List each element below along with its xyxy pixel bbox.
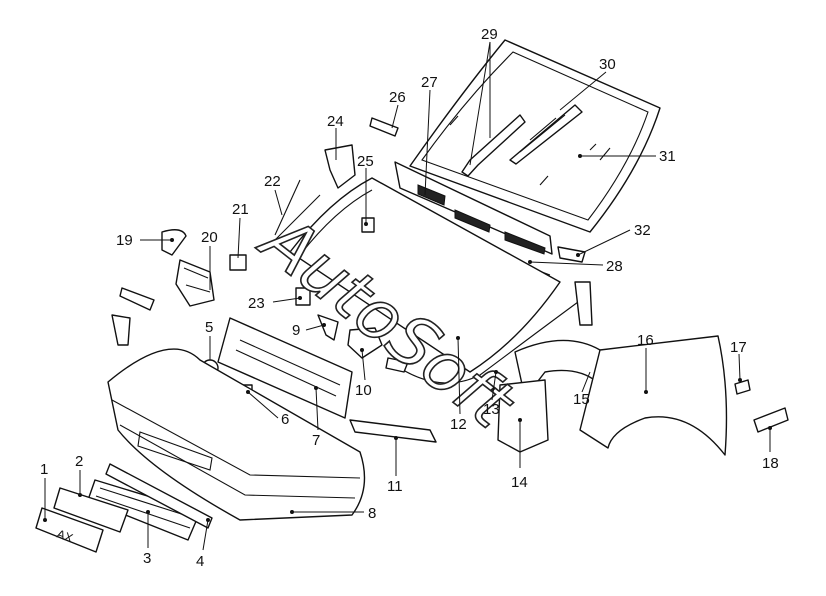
- part-badge: [369, 117, 399, 137]
- callout-27: 27: [421, 74, 438, 91]
- callout-7: 7: [312, 432, 320, 449]
- part-plate-holder: [53, 487, 129, 533]
- plate-text: AX: [55, 527, 75, 546]
- part-fender-emblem: [753, 407, 789, 433]
- callout-5: 5: [205, 319, 213, 336]
- callout-32: 32: [634, 222, 651, 239]
- callout-1: 1: [40, 461, 48, 478]
- part-bolt: [361, 217, 375, 233]
- callout-24: 24: [327, 113, 344, 130]
- part-lock-clip: [295, 287, 311, 306]
- callout-20: 20: [201, 229, 218, 246]
- part-stay-rod: [274, 179, 301, 236]
- callout-17: 17: [730, 339, 747, 356]
- callout-8: 8: [368, 505, 376, 522]
- callout-12: 12: [450, 416, 467, 433]
- callout-29: 29: [481, 26, 498, 43]
- callout-13: 13: [483, 401, 500, 418]
- part-hood-stay: [269, 194, 321, 246]
- callout-2: 2: [75, 453, 83, 470]
- callout-25: 25: [357, 153, 374, 170]
- callout-23: 23: [248, 295, 265, 312]
- callout-3: 3: [143, 550, 151, 567]
- part-side-repeater: [734, 379, 751, 395]
- part-hood: [289, 177, 561, 373]
- part-lamp-bracket: [111, 287, 155, 346]
- part-headlamp: [175, 259, 215, 307]
- callout-6: 6: [281, 411, 289, 428]
- part-wiper-blade: [509, 104, 583, 165]
- callout-19: 19: [116, 232, 133, 249]
- leader-dots: [43, 154, 772, 522]
- callout-22: 22: [264, 173, 281, 190]
- part-license-plate: AX: [35, 507, 104, 553]
- part-bracket: [161, 229, 187, 256]
- callout-15: 15: [573, 391, 590, 408]
- part-hood-hinge: [324, 144, 356, 189]
- callout-26: 26: [389, 89, 406, 106]
- part-grille-panel: [217, 317, 353, 419]
- part-release-cable: [394, 301, 579, 384]
- leader-lines: [44, 41, 771, 551]
- part-clip: [557, 246, 586, 263]
- part-latch-striker: [317, 314, 339, 341]
- part-stay-clip: [229, 254, 247, 271]
- callout-4: 4: [196, 553, 204, 570]
- callout-28: 28: [606, 258, 623, 275]
- part-hood-lock: [347, 327, 383, 359]
- callout-14: 14: [511, 474, 528, 491]
- callout-9: 9: [292, 322, 300, 339]
- part-trim-strip: [349, 419, 437, 443]
- part-wiper-arm: [461, 114, 526, 177]
- callout-16: 16: [637, 332, 654, 349]
- part-mud-guard: [497, 379, 549, 453]
- callout-10: 10: [355, 382, 372, 399]
- callout-11: 11: [387, 478, 403, 495]
- callout-21: 21: [232, 201, 249, 218]
- callout-30: 30: [599, 56, 616, 73]
- part-cable-handle: [385, 281, 593, 373]
- callout-31: 31: [659, 148, 676, 165]
- part-front-bumper: [107, 348, 366, 521]
- part-front-fender: [579, 335, 728, 456]
- callout-18: 18: [762, 455, 779, 472]
- part-bumper-strip: [105, 463, 213, 529]
